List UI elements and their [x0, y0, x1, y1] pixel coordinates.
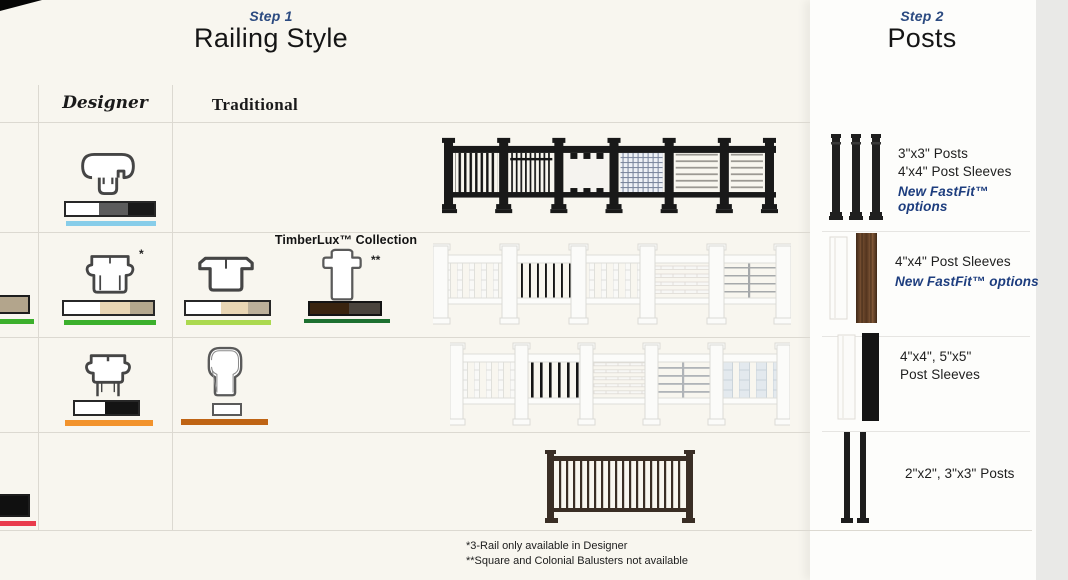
traditional-t-rail-profile-icon: [198, 256, 254, 292]
footnote-balusters: **Square and Colonial Balusters not avai…: [466, 554, 688, 567]
swatch-white: [75, 402, 105, 414]
swatch-black: [128, 203, 154, 215]
column-header-traditional: Traditional: [211, 95, 299, 114]
grid-line: [38, 85, 39, 530]
row3-posts-description: 4"x4", 5"x5" Post Sleeves: [900, 348, 1040, 384]
left-column-swatch-fragment: [0, 494, 30, 517]
row2-posts-description: 4"x4" Post Sleeves New FastFit™ options: [895, 253, 1040, 289]
swatch-white: [64, 302, 100, 314]
left-column-underline-fragment: [0, 319, 34, 324]
row2-traditional-swatch-bar: [184, 300, 271, 316]
swatch-black: [104, 402, 138, 414]
row3-designer-underline: [65, 420, 153, 426]
swatch-white: [66, 203, 99, 215]
posts-size-line: 4"x4" Post Sleeves: [895, 254, 1011, 269]
footnote-marker: **: [371, 253, 381, 267]
row4-posts-description: 2"x2", 3"x3" Posts: [905, 465, 1045, 483]
page-right-edge: [1036, 0, 1068, 580]
posts-size-line: Post Sleeves: [900, 367, 980, 383]
footnote-marker: *: [139, 247, 144, 261]
white-and-brown-post-sleeves-image: [829, 233, 877, 323]
posts-size-line: 4'x4" Post Sleeves: [898, 164, 1012, 180]
grid-line: [172, 85, 173, 530]
traditional-bell-rail-profile-icon: [207, 346, 243, 397]
posts-size-line: 4"x4", 5"x5": [900, 349, 972, 364]
designer-ornate-rail-profile-icon: [85, 354, 131, 397]
row2-timberlux-underline: [304, 319, 390, 323]
grid-line: [0, 530, 1032, 531]
posts-size-line: 3"x3" Posts: [898, 146, 968, 161]
row3-traditional-underline: [181, 419, 268, 425]
white-vinyl-railing-image: [450, 342, 790, 426]
two-slim-black-posts-image: [841, 432, 869, 523]
designer-round-rail-profile-icon: [81, 152, 135, 196]
grid-line: [0, 232, 810, 233]
row3-designer-swatch-bar: [73, 400, 140, 416]
grid-line: [0, 432, 810, 433]
fastfit-options-note: New FastFit™ options: [898, 184, 989, 215]
grid-line: [822, 431, 1030, 432]
row2-designer-swatch-bar: [62, 300, 155, 316]
swatch-dark-brown: [310, 303, 350, 314]
grid-line: [822, 336, 1030, 337]
row2-traditional-underline: [186, 320, 271, 325]
row2-timberlux-swatch-bar: [308, 301, 382, 316]
row2-designer-underline: [64, 320, 156, 325]
swatch-tan: [99, 302, 130, 314]
timberlux-collection-label: TimberLux™ Collection: [274, 233, 418, 247]
step2-header: Step 2 Posts: [847, 8, 997, 54]
footnote-designer-3rail: *3-Rail only available in Designer: [466, 540, 628, 552]
row1-underline: [66, 221, 156, 226]
swatch-dark-gray: [349, 303, 380, 314]
column-header-designer: Designer: [62, 93, 148, 113]
traditional-bell-base-swatch: [212, 403, 242, 416]
row1-posts-description: 3"x3" Posts 4'x4" Post Sleeves New FastF…: [898, 145, 1038, 214]
step2-label: Step 2: [900, 8, 944, 24]
bronze-metal-railing-image: [545, 450, 695, 523]
designer-crown-rail-profile-icon: [85, 255, 135, 294]
left-column-underline-fragment: [0, 521, 36, 526]
swatch-gray: [98, 203, 129, 215]
swatch-taupe: [129, 302, 153, 314]
posts-size-line: 2"x2", 3"x3" Posts: [905, 466, 1015, 481]
swatch-white: [186, 302, 221, 314]
white-and-black-post-sleeves-image: [837, 333, 879, 421]
fastfit-options-note: New FastFit™ options: [895, 274, 1039, 290]
step1-label: Step 1: [249, 8, 293, 24]
three-black-posts-image: [829, 134, 883, 220]
step2-title: Posts: [887, 23, 957, 53]
grid-line: [0, 337, 810, 338]
swatch-tan: [220, 302, 249, 314]
swatch-taupe: [248, 302, 269, 314]
left-column-swatch-fragment: [0, 295, 30, 314]
grid-line: [822, 231, 1030, 232]
footnotes: *3-Rail only available in Designer **Squ…: [466, 539, 786, 569]
grid-line: [0, 122, 810, 123]
black-aluminum-railing-image: [442, 137, 778, 214]
step1-title: Railing Style: [194, 23, 348, 53]
timberlux-rail-profile-icon: [322, 248, 362, 301]
step1-header: Step 1 Railing Style: [141, 8, 401, 54]
row1-color-swatch-bar: [64, 201, 156, 217]
page-corner-fold: [0, 0, 42, 11]
white-composite-railing-image: [433, 243, 791, 325]
